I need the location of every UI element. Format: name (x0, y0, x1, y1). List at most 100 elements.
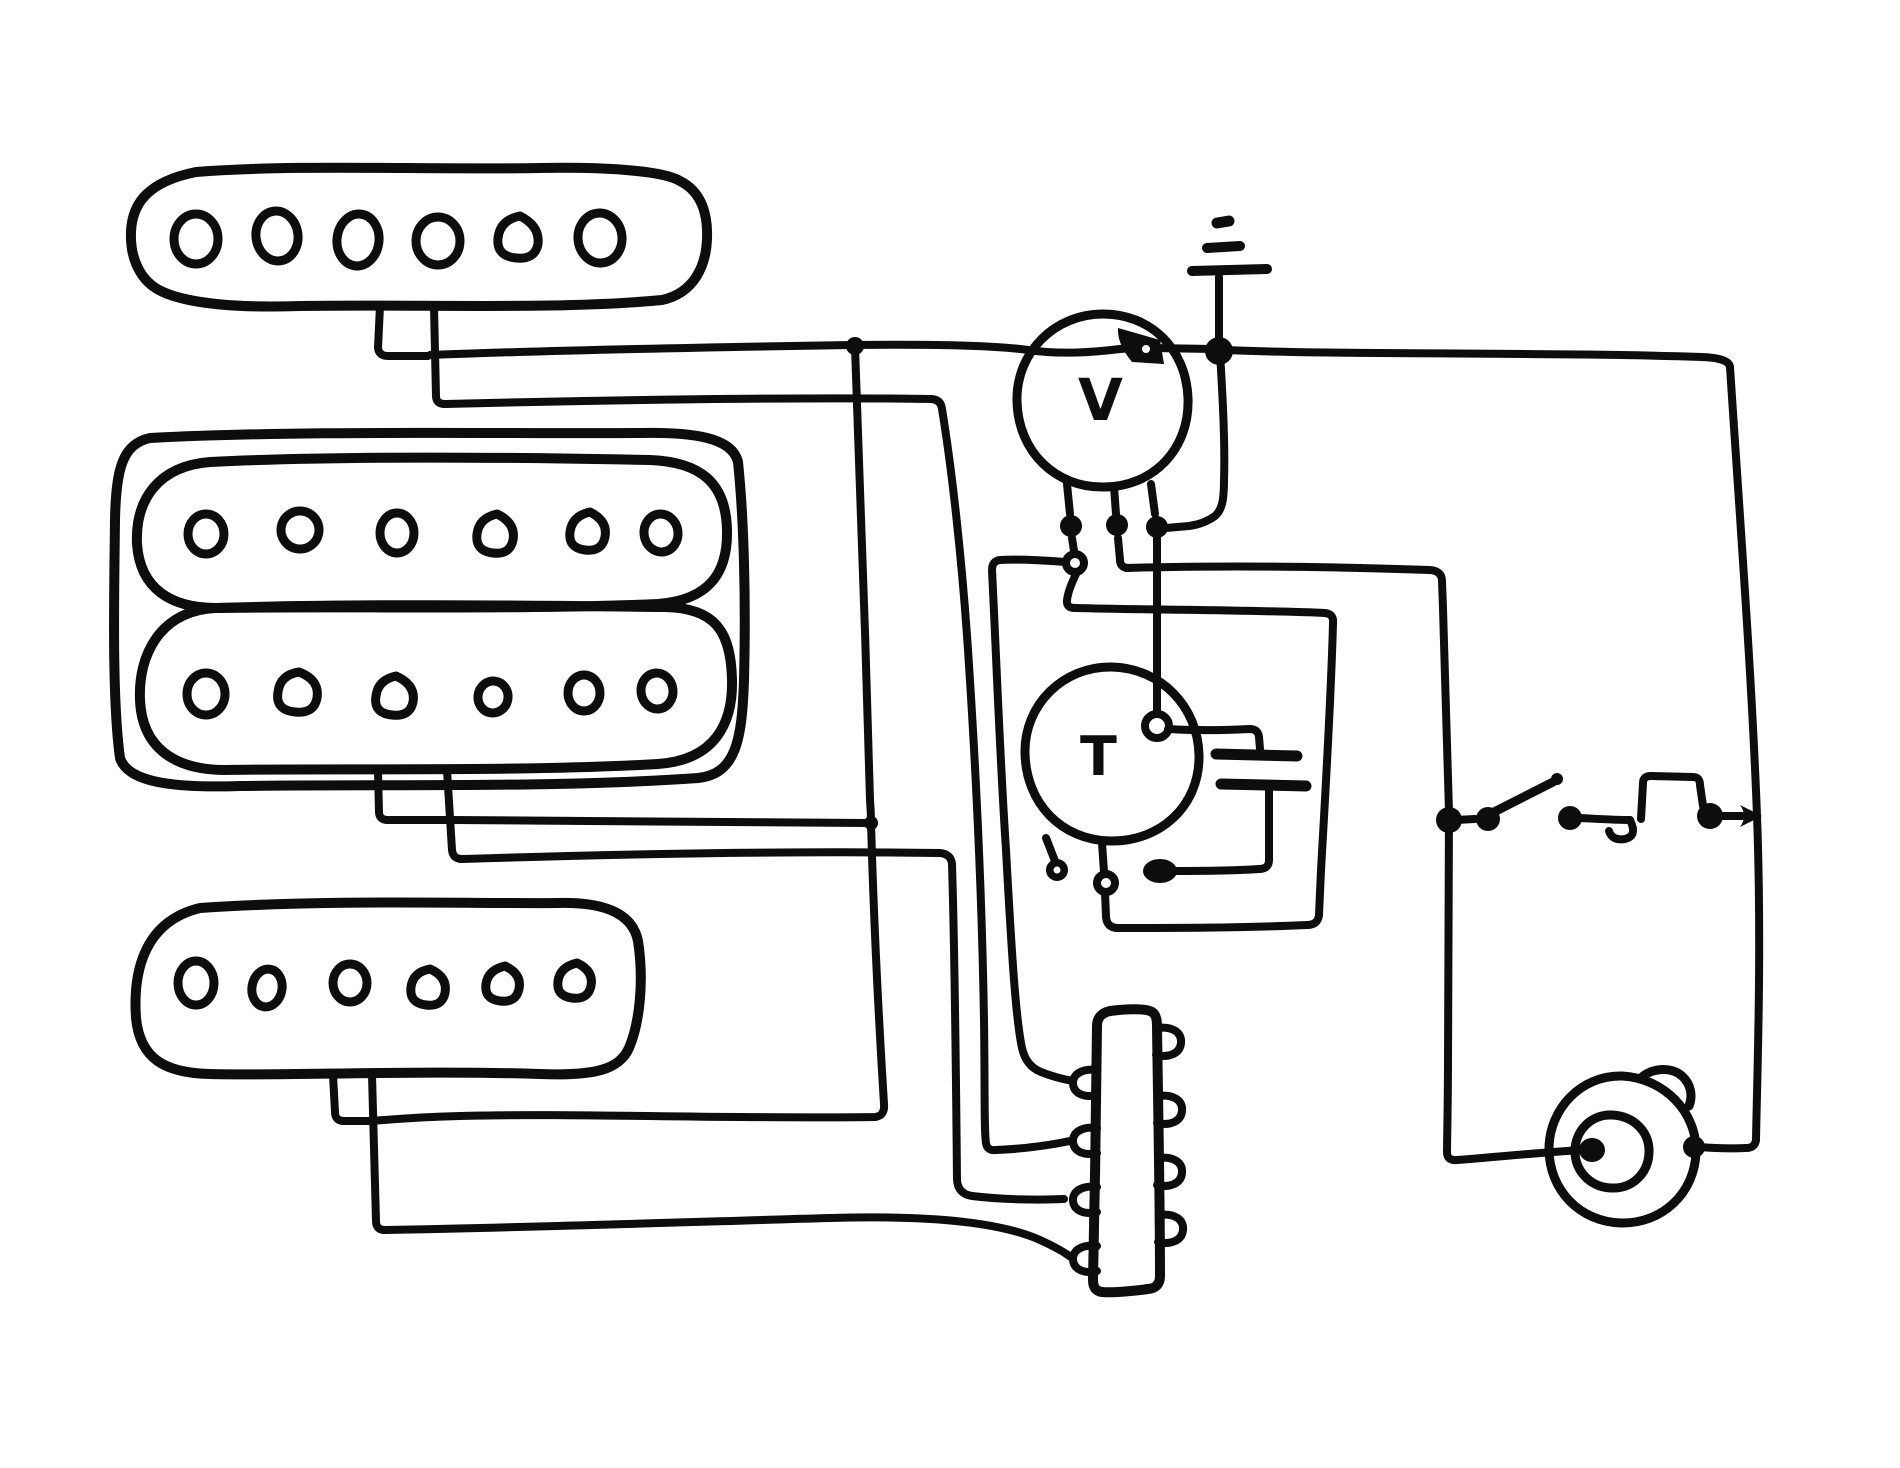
pole-piece (328, 959, 372, 1007)
neck-pickup (125, 162, 713, 408)
pole-piece (251, 206, 303, 266)
casing-tab-pinhole (1142, 345, 1150, 353)
tone-lug-middle (1098, 839, 1108, 876)
jack-sleeve-lug (1683, 1136, 1705, 1158)
humbucker-lead-stub (374, 768, 452, 824)
switch-contact-link (1452, 815, 1479, 824)
tone-lug-eyelet (1093, 870, 1119, 896)
ground-bar-long (1187, 264, 1272, 276)
output-jack (1544, 1065, 1705, 1228)
pole-piece (173, 956, 219, 1010)
volume-lug-middle (1110, 483, 1133, 572)
selector-right-terminal (1153, 1153, 1187, 1190)
wire-top-bus (426, 340, 1218, 359)
volume-pot: V (1012, 309, 1193, 576)
wire-right-bus (1220, 346, 1764, 1153)
pole-piece (411, 212, 465, 270)
selector-switch (1069, 1004, 1188, 1298)
pole-piece (563, 670, 605, 716)
cap-plate-bottom (1215, 778, 1312, 792)
neck-pickup-lead-stub (374, 302, 432, 360)
selector-body (1088, 1004, 1165, 1298)
wire-humbucker-to-selector (458, 848, 1068, 1204)
selector-left-terminal (1069, 1065, 1101, 1100)
pole-piece (406, 964, 450, 1010)
pole-piece (371, 671, 418, 720)
junction-dot (846, 337, 864, 355)
volume-pot-body (1012, 309, 1193, 492)
jack-rim-bump (1635, 1065, 1696, 1111)
pole-piece (565, 507, 610, 555)
ground-symbol (1187, 215, 1272, 352)
pole-piece (472, 509, 518, 558)
jack-inner-ring (1570, 1110, 1654, 1193)
ground-bar-top (1211, 215, 1235, 229)
pole-piece (247, 964, 287, 1012)
middle-pickup-lead-stub (368, 1071, 389, 1234)
pole-piece (169, 209, 223, 269)
pole-piece (276, 506, 324, 554)
ground-bar-mid (1202, 241, 1245, 253)
switch-contact-dot (1558, 806, 1582, 830)
tone-wiper-eyelet (1141, 710, 1173, 742)
wire-humbucker-lead1 (448, 816, 870, 827)
middle-pickup-body (130, 897, 646, 1080)
wire-ground-to-vright (1162, 350, 1229, 532)
tone-label: T (1080, 725, 1117, 788)
wire-neck-to-selector (441, 394, 1074, 1155)
switch-lever (1489, 777, 1558, 817)
wire-vleft-to-selector (988, 555, 1077, 1085)
wires (368, 337, 1764, 1262)
pole-piece (375, 508, 419, 558)
selector-right-terminal (1154, 1210, 1188, 1247)
wire-cap-to-tone (1168, 786, 1273, 875)
middle-pickup-lead-stub (329, 1071, 376, 1125)
selector-left-terminal (1069, 1241, 1101, 1276)
wire-vleft-to-tone-loop (1062, 568, 1338, 932)
humbucker-pickup (109, 427, 750, 863)
wire-twiper-to-cap (1164, 725, 1264, 753)
pole-piece (553, 958, 596, 1003)
pole-piece (183, 509, 229, 559)
selector-left-terminal (1069, 1182, 1101, 1217)
wire-output (1122, 562, 1586, 1165)
jack-tip-lug (1579, 1138, 1605, 1162)
pole-piece (182, 668, 230, 720)
jack-outer-ring (1544, 1071, 1701, 1228)
tone-casing-blob (1143, 859, 1177, 883)
switch-terminal-dot (1697, 803, 1723, 829)
wire-middle-to-selector (381, 1213, 1076, 1262)
pole-piece (573, 208, 627, 268)
middle-pickup (130, 897, 646, 1234)
selector-right-terminal (1152, 1023, 1186, 1060)
switch-jog (1637, 772, 1707, 823)
humbucker-coil-bottom (134, 600, 738, 775)
capacitor (1210, 748, 1312, 792)
neck-pickup-body (125, 162, 713, 312)
tone-lug-left (1042, 834, 1059, 865)
pole-piece (273, 667, 322, 717)
tone-pot-body (1020, 662, 1204, 846)
humbucker-frame (109, 427, 750, 792)
pole-piece (332, 209, 384, 271)
lug-dot (1060, 515, 1082, 537)
pole-piece (636, 668, 678, 714)
cap-plate-top (1210, 748, 1303, 762)
selector-left-terminal (1069, 1123, 1101, 1158)
lug-dot (1106, 514, 1128, 536)
volume-label: V (1078, 366, 1123, 434)
pole-piece (639, 509, 683, 557)
volume-lug-right (1147, 480, 1159, 518)
switch-wire (1576, 814, 1634, 824)
tone-lug-pinhole (1053, 866, 1061, 874)
lug-eyelet (1062, 550, 1088, 576)
switch-arrowhead (1740, 805, 1762, 827)
wire-ground-bus (368, 343, 889, 1125)
pole-piece (481, 961, 524, 1006)
switch-lever-tip (1551, 773, 1563, 785)
volume-casing-tab (1117, 328, 1164, 364)
switch-wire-hook (1605, 816, 1638, 844)
selector-right-terminal (1153, 1091, 1187, 1128)
